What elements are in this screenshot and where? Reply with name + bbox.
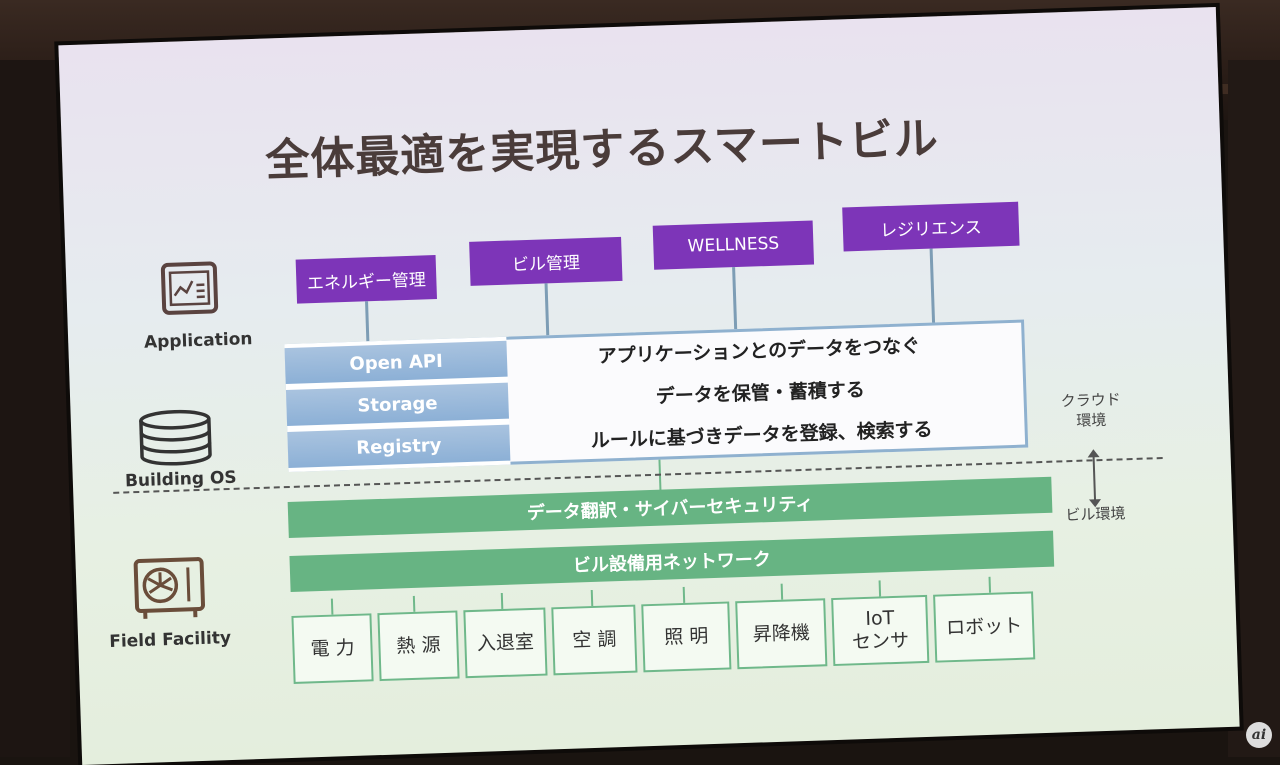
connector-line: [683, 587, 686, 603]
facility-heat-source: 熱 源: [377, 610, 459, 681]
projection-screen: 全体最適を実現するスマートビル エネルギー管理 ビル管理 WELLNESS レジ…: [58, 7, 1239, 765]
connector-line: [331, 599, 334, 615]
facility-power: 電 力: [291, 613, 373, 684]
slide-title: 全体最適を実現するスマートビル: [221, 101, 983, 190]
air-conditioner-fan-icon: [131, 555, 207, 621]
connector-line: [879, 580, 882, 596]
layer-label-application: Application: [128, 329, 269, 354]
connector-line: [413, 596, 416, 612]
translation-security-bar: データ翻訳・サイバーセキュリティ: [288, 477, 1053, 538]
tablet-chart-icon: [160, 258, 220, 318]
facility-iot-sensor-line2: センサ: [852, 630, 910, 655]
left-wall: [0, 60, 70, 757]
facility-robot: ロボット: [933, 591, 1035, 662]
cloud-environment-label: クラウド 環境: [1050, 390, 1131, 432]
connector-line: [545, 283, 550, 335]
building-environment-label: ビル環境: [1050, 504, 1141, 526]
facility-elevator: 昇降機: [735, 598, 827, 669]
building-network-bar: ビル設備用ネットワーク: [289, 531, 1054, 592]
connector-line: [591, 590, 594, 606]
os-component-registry: Registry: [287, 425, 510, 468]
up-down-arrow-icon: [1093, 455, 1097, 501]
connector-line: [989, 577, 992, 593]
app-energy-management: エネルギー管理: [296, 255, 437, 304]
connector-line: [365, 301, 369, 341]
cloud-environment-line1: クラウド: [1050, 390, 1131, 412]
connector-line: [501, 593, 504, 609]
cloud-environment-line2: 環境: [1051, 410, 1132, 432]
os-component-storage: Storage: [286, 383, 509, 426]
layer-label-field-facility: Field Facility: [100, 628, 241, 653]
ai-logo-icon: ai: [1246, 722, 1272, 748]
facility-lighting: 照 明: [641, 601, 731, 672]
facility-iot-sensor: IoT センサ: [831, 595, 929, 666]
connector-line: [732, 267, 737, 329]
connector-line: [930, 249, 935, 323]
app-building-management: ビル管理: [469, 237, 622, 286]
app-wellness: WELLNESS: [653, 220, 814, 269]
connector-line: [781, 584, 784, 600]
os-component-open-api: Open API: [285, 341, 508, 384]
facility-air-conditioning: 空 調: [551, 605, 637, 676]
facility-iot-sensor-line1: IoT: [865, 607, 895, 631]
database-icon: [135, 408, 217, 467]
app-resilience: レジリエンス: [842, 202, 1019, 252]
facility-access-control: 入退室: [463, 608, 547, 679]
